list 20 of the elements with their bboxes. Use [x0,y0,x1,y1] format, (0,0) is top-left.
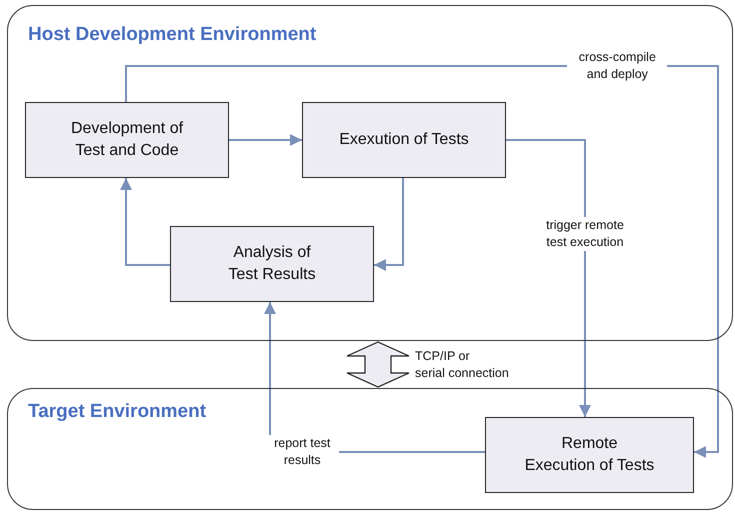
process-label: Remote Execution of Tests [524,434,656,476]
process-box [170,226,374,302]
panel-title: Target Environment [28,401,206,423]
arrow [229,134,302,146]
panel-title: Host Development Environment [28,24,316,46]
process-label: Exexution of Tests [339,130,469,150]
arrow [125,65,719,458]
process-box [485,417,694,493]
arrow [374,178,404,271]
edge-label: cross-compile and deploy [567,49,668,83]
process-box [25,102,229,178]
edge-label: TCP/IP or serial connection [415,348,510,382]
process-label: Development of Test and Code [70,119,184,161]
arrow [506,139,591,417]
process-label: Analysis of Test Results [227,243,317,285]
process-box [302,102,506,178]
environment-panel [7,5,733,341]
arrow [120,178,170,266]
environment-panel [7,388,733,510]
double-block-arrow [346,341,410,388]
